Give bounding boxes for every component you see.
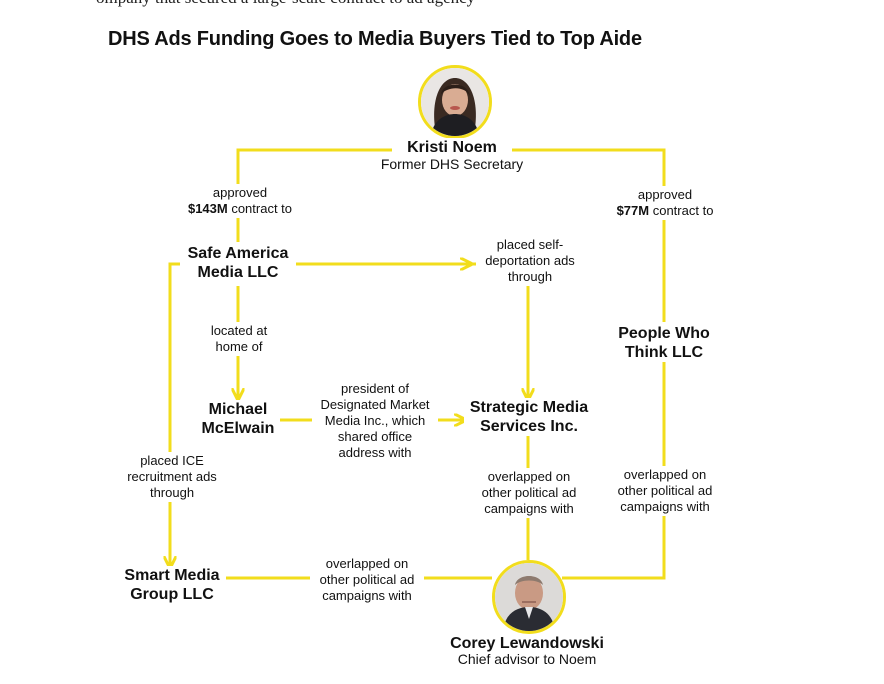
ice-line1: placed ICE (140, 453, 204, 468)
approved-143m-amount: $143M (187, 201, 228, 216)
overlap-strategic-line2: other political ad (481, 485, 577, 500)
connector-noem-to-people-who-think (454, 148, 666, 322)
strategic-line2: Services Inc. (480, 418, 578, 435)
overlap-smart-label: overlapped on other political ad campaig… (310, 555, 424, 605)
approved-143m-line2: $143M contract to (180, 201, 300, 217)
located-at-line1: located at (210, 323, 268, 338)
overlap-people-line1: overlapped on (623, 467, 707, 482)
approved-143m-label: approved $143M contract to (178, 184, 302, 218)
mcelwain-line1: Michael (208, 401, 268, 418)
michael-mcelwain-node: Michael McElwain (196, 400, 280, 438)
corey-lewandowski-role: Chief advisor to Noem (457, 651, 597, 667)
person-portrait-icon (421, 68, 489, 136)
safe-america-line2: Media LLC (197, 264, 279, 281)
approved-77m-rest: contract to (649, 203, 714, 218)
people-who-think-line1: People Who (618, 325, 710, 342)
overlap-strategic-line1: overlapped on (487, 469, 571, 484)
ice-recruitment-label: placed ICE recruitment ads through (118, 452, 226, 502)
overlap-smart-line3: campaigns with (322, 588, 412, 603)
approved-77m-line2: $77M contract to (606, 203, 724, 219)
overlap-smart-line1: overlapped on (325, 556, 409, 571)
overlap-smart-line2: other political ad (319, 572, 415, 587)
approved-77m-amount: $77M (616, 203, 650, 218)
president-of-line4: shared office (337, 429, 413, 444)
self-deportation-line1: placed self- (496, 237, 564, 252)
people-who-think-node: People Who Think LLC (610, 324, 718, 362)
overlap-people-line3: campaigns with (620, 499, 710, 514)
safe-america-media-node: Safe America Media LLC (180, 244, 296, 282)
self-deportation-label: placed self- deportation ads through (476, 236, 584, 286)
strategic-line1: Strategic Media (469, 399, 589, 416)
smart-media-group-node: Smart Media Group LLC (118, 566, 226, 604)
president-of-line2: Designated Market (320, 397, 430, 412)
president-of-line3: Media Inc., which (324, 413, 426, 428)
smart-media-line2: Group LLC (130, 586, 214, 603)
approved-143m-line1: approved (212, 185, 268, 200)
ice-line2: recruitment ads (127, 469, 217, 484)
corey-lewandowski-photo (492, 560, 566, 634)
president-of-line5: address with (338, 445, 412, 460)
ice-line3: through (149, 485, 195, 500)
people-who-think-line2: Think LLC (624, 344, 704, 361)
kristi-noem-role: Former DHS Secretary (380, 156, 524, 172)
located-at-label: located at home of (200, 322, 278, 356)
safe-america-line1: Safe America (187, 245, 289, 262)
self-deportation-line3: through (507, 269, 553, 284)
approved-143m-rest: contract to (227, 201, 293, 216)
overlap-people-line2: other political ad (617, 483, 713, 498)
person-portrait-icon (495, 563, 563, 631)
approved-77m-label: approved $77M contract to (604, 186, 726, 220)
located-at-line2: home of (215, 339, 263, 354)
cropped-previous-text: ompany that secured a large-scale contra… (96, 0, 475, 8)
overlap-strategic-line3: campaigns with (484, 501, 574, 516)
diagram-title: DHS Ads Funding Goes to Media Buyers Tie… (108, 28, 642, 50)
president-of-label: president of Designated Market Media Inc… (312, 380, 438, 462)
mcelwain-line2: McElwain (201, 420, 275, 437)
president-of-line1: president of (341, 381, 409, 396)
self-deportation-line2: deportation ads (485, 253, 575, 268)
approved-77m-line1: approved (637, 187, 693, 202)
kristi-noem-name: Kristi Noem (392, 138, 512, 157)
connector-safe-america-to-smart-media (170, 262, 180, 566)
overlap-people-label: overlapped on other political ad campaig… (608, 466, 722, 516)
corey-lewandowski-name: Corey Lewandowski (444, 634, 610, 653)
overlap-strategic-label: overlapped on other political ad campaig… (472, 468, 586, 518)
smart-media-line1: Smart Media (124, 567, 220, 584)
strategic-media-node: Strategic Media Services Inc. (464, 398, 594, 436)
kristi-noem-photo (418, 65, 492, 139)
connector-people-who-think-to-lewandowski (562, 362, 666, 580)
